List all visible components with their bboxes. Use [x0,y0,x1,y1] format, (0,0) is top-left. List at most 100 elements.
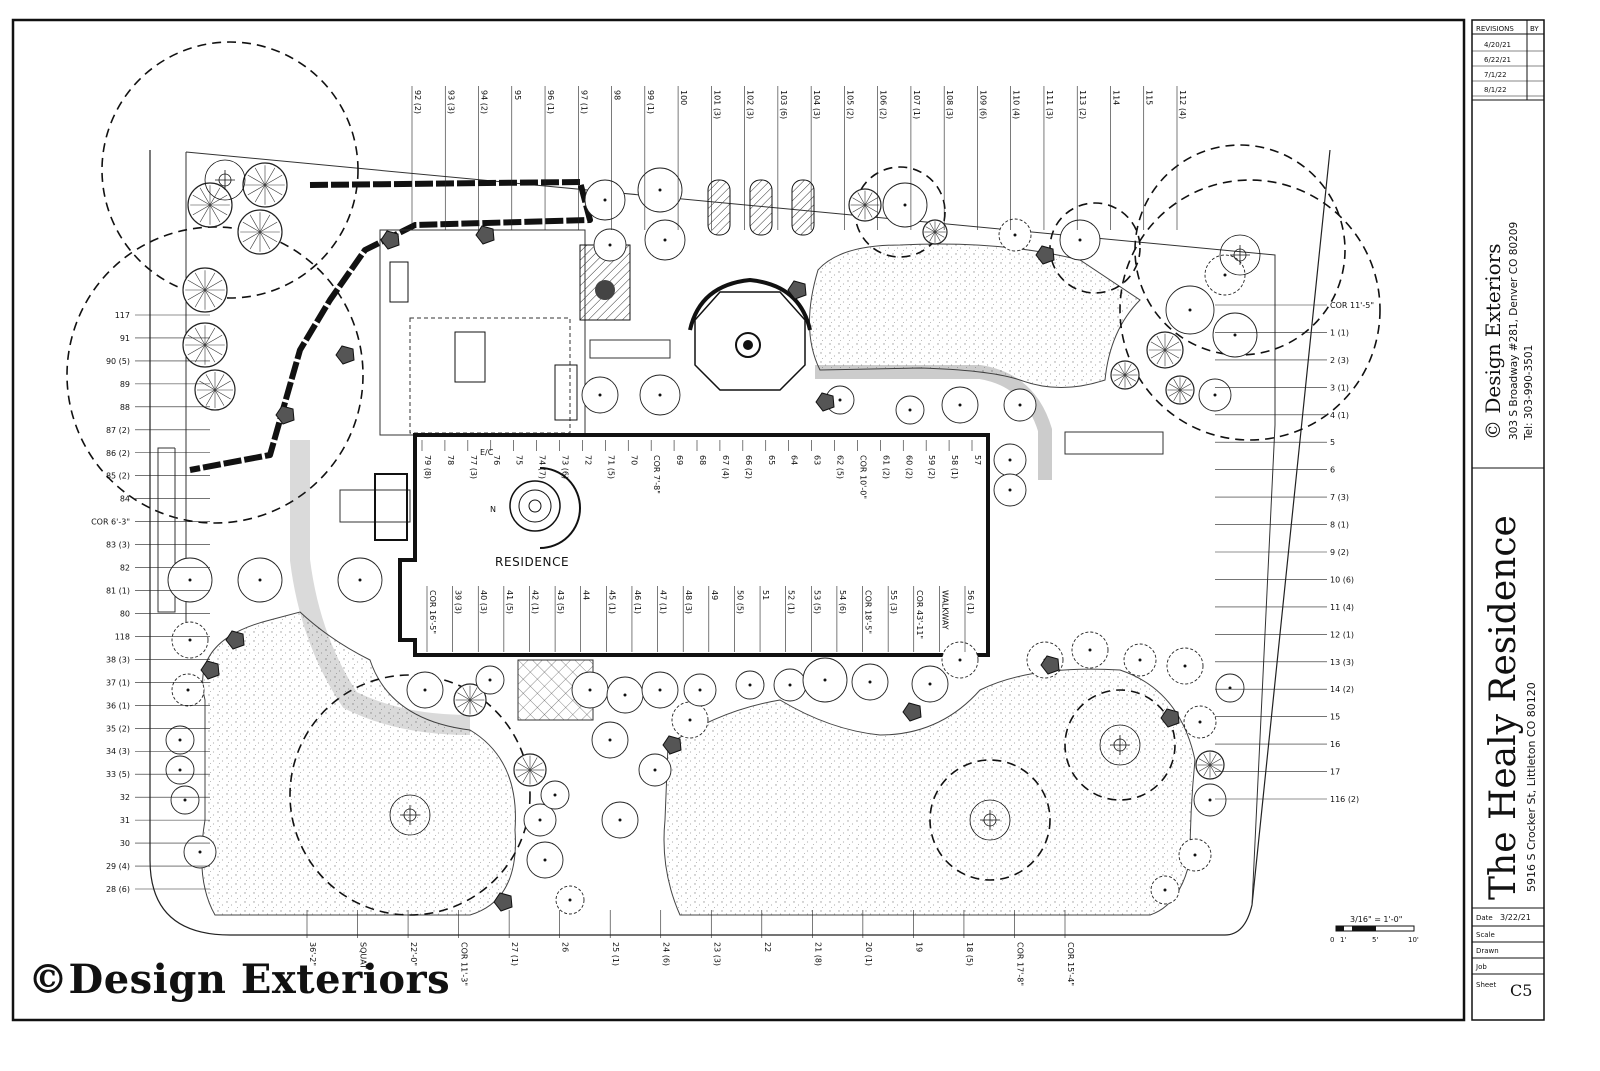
plant-symbol [406,671,444,709]
callout-label: 27 (1) [510,942,519,966]
plant-symbol [1215,673,1245,703]
callout-label: COR 43'-11" [915,590,924,639]
callout-label: COR 6'-3" [91,518,130,527]
title-block: REVISIONS BY 4/20/216/22/217/1/228/1/22 … [1472,20,1544,1000]
callout-label: 42 (1) [530,590,539,614]
callout-label: 80 [120,609,130,618]
callout-label: 87 (2) [106,426,130,435]
plant-symbol [242,162,288,208]
callout-label: 105 (2) [845,90,854,119]
accent-shrub [787,280,807,300]
callout-label: 6 [1330,466,1335,475]
callout-label: 20 (1) [864,942,873,966]
plant-symbol [591,721,629,759]
callout-label: 88 [120,403,130,412]
callout-label: 33 (5) [106,770,130,779]
plant-symbol [1166,647,1204,685]
callout-label: 9 (2) [1330,548,1349,557]
callout-label: 22 [763,942,772,952]
drawn-label: Drawn [1476,947,1499,955]
callout-label: 110 (4) [1012,90,1021,119]
property-line [149,149,1331,936]
plant-symbol [1204,254,1246,296]
plant-symbol [523,803,557,837]
plant-symbol [337,557,383,603]
callout-label: 112 (4) [1178,90,1187,119]
accent-shrub [1035,245,1055,265]
project-title: The Healy Residence [1483,515,1524,900]
revision-date: 7/1/22 [1484,71,1507,79]
callout-label: 45 (1) [607,590,616,614]
plant-symbol [475,665,505,695]
callout-label: 75 [515,455,524,465]
callout-label: 76 [492,455,501,465]
callout-label: 24 (6) [662,942,671,966]
plant-symbol [453,683,487,717]
callout-label: 83 (3) [106,541,130,550]
callout-label: 114 [1111,90,1120,105]
job-label: Job [1475,963,1487,971]
callout-label: 65 [767,455,776,465]
plant-symbol [1195,750,1225,780]
callout-label: COR 18'-5" [864,590,873,634]
ornamental-tree [204,159,246,201]
side-box [374,473,408,541]
plant-symbol [165,755,195,785]
plant-symbol [1198,378,1232,412]
callout-label: 117 [115,311,130,320]
plant-symbol [187,182,233,228]
callout-label: 11 (4) [1330,603,1354,612]
title-block-fields: Date 3/22/21 Scale Drawn Job Sheet C5 [1472,913,1544,1000]
callout-label: 79 (8) [423,455,432,479]
plant-symbol [1165,285,1215,335]
scale-label: Scale [1476,931,1495,939]
callout-label: 63 [813,455,822,465]
accent-shrub [200,660,220,680]
callout-label: 118 [115,632,130,641]
callout-label: 61 (2) [881,455,890,479]
plant-symbol [1123,643,1157,677]
callout-label: 99 (1) [646,90,655,114]
callout-label: 95 [513,90,522,100]
callout-label: 73 (6) [561,455,570,479]
plant-symbol [773,668,807,702]
revisions-header: REVISIONS [1476,25,1514,33]
callout-label: COR 17'-8" [1015,942,1024,986]
callout-label: 86 (2) [106,449,130,458]
callout-label: 32 [120,793,130,802]
plant-symbol [581,376,619,414]
callout-label: 28 (6) [106,885,130,894]
plant-symbol [639,374,681,416]
callout-label: 58 (1) [950,455,959,479]
plant-symbol [895,395,925,425]
callout-label: 22'-0" [409,942,418,966]
scale-tick-0: 0 [1330,936,1334,944]
company-address: 303 S Broadway #281, Denver CO 80209 [1508,222,1520,440]
bench-planters [1064,431,1164,455]
accent-shrub [493,892,513,912]
plant-symbol [1003,388,1037,422]
plant-symbol [802,657,848,703]
callout-label: 66 (2) [744,455,753,479]
plant-symbol [671,701,709,739]
ornamental-tree [969,799,1011,841]
callout-label: 93 (3) [446,90,455,114]
plant-symbol [851,663,889,701]
callout-label: 39 (3) [454,590,463,614]
door-label: E/C [480,448,494,457]
callout-label: 102 (3) [746,90,755,119]
plant-symbol [1183,705,1217,739]
callout-label: 15 [1330,713,1340,722]
plant-symbols [165,159,1261,915]
callout-label: 52 (1) [787,590,796,614]
callout-label: 108 (3) [945,90,954,119]
callout-label: 103 (6) [779,90,788,119]
plant-symbol [165,725,195,755]
callout-label: 91 [120,334,130,343]
callout-label: 13 (3) [1330,658,1354,667]
callout-label: 44 [582,590,591,600]
callout-label: COR 11'-5" [1330,301,1374,310]
callout-label: 54 (6) [838,590,847,614]
plant-symbol [171,621,209,659]
